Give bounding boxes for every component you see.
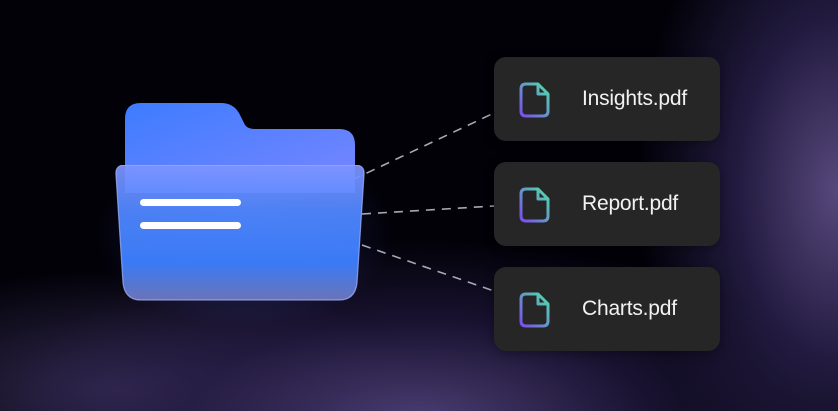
file-card-charts[interactable]: Charts.pdf (494, 267, 720, 351)
file-card-report[interactable]: Report.pdf (494, 162, 720, 246)
connector-line-report (361, 205, 495, 215)
file-icon (519, 292, 550, 328)
file-card-insights[interactable]: Insights.pdf (494, 57, 720, 141)
file-name: Report.pdf (582, 192, 679, 215)
connector-line-insights (351, 112, 495, 181)
folder-content-line (140, 199, 241, 206)
file-name: Insights.pdf (582, 87, 687, 110)
file-icon (519, 82, 550, 118)
file-icon (519, 187, 550, 223)
file-name: Charts.pdf (582, 297, 677, 320)
folder-content-line (140, 222, 241, 229)
connector-line-charts (361, 244, 495, 292)
folder-front (115, 165, 365, 301)
